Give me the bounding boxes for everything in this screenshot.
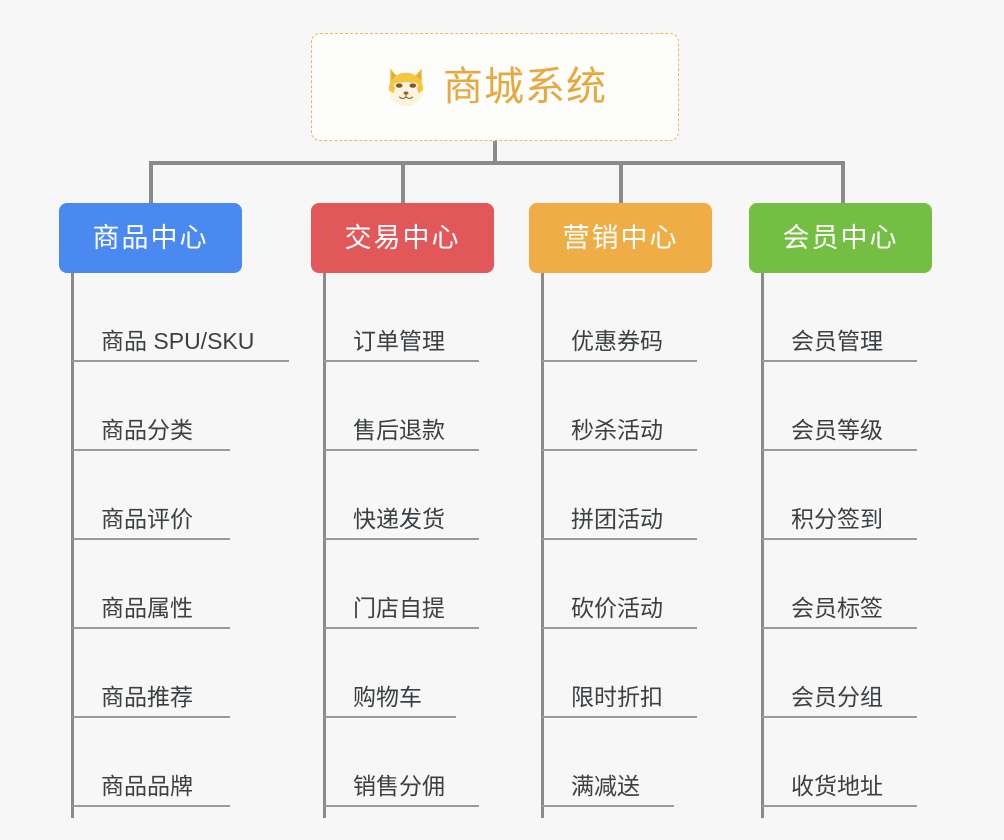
- leaf-label: 会员分组: [791, 684, 883, 710]
- leaf-underline: [542, 538, 697, 540]
- leaf-item[interactable]: 会员分组: [749, 629, 979, 718]
- connector-drop-trade-center: [401, 161, 405, 205]
- leaf-label: 拼团活动: [571, 506, 663, 532]
- leaf-item[interactable]: 秒杀活动: [529, 362, 759, 451]
- leaf-spine: [761, 273, 764, 818]
- leaf-label: 销售分佣: [353, 773, 445, 799]
- leaf-label: 优惠券码: [571, 328, 663, 354]
- leaf-item[interactable]: 门店自提: [311, 540, 541, 629]
- leaf-label: 满减送: [571, 773, 640, 799]
- leaf-item[interactable]: 购物车: [311, 629, 541, 718]
- leaf-item[interactable]: 限时折扣: [529, 629, 759, 718]
- connector-drop-product-center: [149, 161, 153, 205]
- leaf-list-trade-center: 订单管理 售后退款 快递发货 门店自提 购物车 销售分佣: [311, 273, 541, 818]
- leaf-spine: [541, 273, 544, 818]
- leaf-item[interactable]: 快递发货: [311, 451, 541, 540]
- leaf-label: 快递发货: [353, 506, 445, 532]
- leaf-underline: [762, 360, 917, 362]
- leaf-item[interactable]: 销售分佣: [311, 718, 541, 807]
- leaf-underline: [542, 716, 697, 718]
- leaf-item[interactable]: 商品 SPU/SKU: [59, 273, 289, 362]
- root-title: 商城系统: [443, 65, 607, 109]
- leaf-label: 会员标签: [791, 595, 883, 621]
- leaf-underline: [762, 716, 917, 718]
- column-marketing-center: 营销中心 优惠券码 秒杀活动 拼团活动 砍价活动 限时折扣: [529, 203, 759, 818]
- leaf-label: 会员等级: [791, 417, 883, 443]
- leaf-underline: [72, 538, 230, 540]
- leaf-underline: [324, 716, 456, 718]
- category-header-member-center[interactable]: 会员中心: [749, 203, 932, 273]
- leaf-underline: [324, 449, 479, 451]
- column-product-center: 商品中心 商品 SPU/SKU 商品分类 商品评价 商品属性 商品推荐: [59, 203, 289, 818]
- column-member-center: 会员中心 会员管理 会员等级 积分签到 会员标签 会员分组: [749, 203, 979, 818]
- leaf-label: 收货地址: [791, 773, 883, 799]
- column-trade-center: 交易中心 订单管理 售后退款 快递发货 门店自提 购物车: [311, 203, 541, 818]
- leaf-label: 购物车: [353, 684, 422, 710]
- leaf-underline: [542, 449, 697, 451]
- leaf-label: 商品评价: [101, 506, 193, 532]
- category-header-product-center[interactable]: 商品中心: [59, 203, 242, 273]
- leaf-label: 积分签到: [791, 506, 883, 532]
- connector-drop-marketing-center: [619, 161, 623, 205]
- leaf-item[interactable]: 商品评价: [59, 451, 289, 540]
- leaf-underline: [72, 716, 230, 718]
- leaf-underline: [324, 627, 479, 629]
- leaf-underline: [542, 360, 697, 362]
- category-header-marketing-center[interactable]: 营销中心: [529, 203, 712, 273]
- leaf-underline: [72, 805, 230, 807]
- leaf-label: 商品品牌: [101, 773, 193, 799]
- leaf-item[interactable]: 商品品牌: [59, 718, 289, 807]
- leaf-item[interactable]: 优惠券码: [529, 273, 759, 362]
- leaf-underline: [762, 805, 917, 807]
- connector-drop-member-center: [841, 161, 845, 205]
- leaf-item[interactable]: 收货地址: [749, 718, 979, 807]
- leaf-item[interactable]: 会员管理: [749, 273, 979, 362]
- leaf-item[interactable]: 会员标签: [749, 540, 979, 629]
- leaf-item[interactable]: 商品分类: [59, 362, 289, 451]
- leaf-label: 商品属性: [101, 595, 193, 621]
- leaf-item[interactable]: 砍价活动: [529, 540, 759, 629]
- leaf-label: 门店自提: [353, 595, 445, 621]
- leaf-underline: [72, 360, 289, 362]
- leaf-label: 商品 SPU/SKU: [101, 328, 255, 354]
- leaf-item[interactable]: 会员等级: [749, 362, 979, 451]
- leaf-label: 订单管理: [353, 328, 445, 354]
- leaf-underline: [762, 627, 917, 629]
- leaf-item[interactable]: 商品属性: [59, 540, 289, 629]
- leaf-underline: [324, 805, 479, 807]
- leaf-underline: [324, 538, 479, 540]
- leaf-label: 商品分类: [101, 417, 193, 443]
- leaf-list-member-center: 会员管理 会员等级 积分签到 会员标签 会员分组 收货地址: [749, 273, 979, 818]
- leaf-item[interactable]: 积分签到: [749, 451, 979, 540]
- leaf-item[interactable]: 售后退款: [311, 362, 541, 451]
- leaf-underline: [72, 449, 230, 451]
- connector-horizontal-bus: [149, 161, 845, 165]
- connector-root-stem: [493, 141, 497, 165]
- leaf-underline: [72, 627, 230, 629]
- leaf-spine: [71, 273, 74, 818]
- leaf-label: 售后退款: [353, 417, 445, 443]
- leaf-label: 限时折扣: [571, 684, 663, 710]
- leaf-list-product-center: 商品 SPU/SKU 商品分类 商品评价 商品属性 商品推荐 商品品牌: [59, 273, 289, 818]
- leaf-item[interactable]: 满减送: [529, 718, 759, 807]
- root-node[interactable]: 商城系统: [311, 33, 679, 141]
- leaf-underline: [324, 360, 479, 362]
- leaf-underline: [542, 805, 674, 807]
- leaf-underline: [542, 627, 697, 629]
- leaf-list-marketing-center: 优惠券码 秒杀活动 拼团活动 砍价活动 限时折扣 满减送: [529, 273, 759, 818]
- category-header-trade-center[interactable]: 交易中心: [311, 203, 494, 273]
- leaf-label: 砍价活动: [571, 595, 663, 621]
- leaf-label: 商品推荐: [101, 684, 193, 710]
- leaf-label: 秒杀活动: [571, 417, 663, 443]
- shiba-dog-icon: [388, 68, 424, 107]
- leaf-underline: [762, 538, 917, 540]
- leaf-item[interactable]: 商品推荐: [59, 629, 289, 718]
- leaf-label: 会员管理: [791, 328, 883, 354]
- leaf-underline: [762, 449, 917, 451]
- leaf-spine: [323, 273, 326, 818]
- leaf-item[interactable]: 订单管理: [311, 273, 541, 362]
- leaf-item[interactable]: 拼团活动: [529, 451, 759, 540]
